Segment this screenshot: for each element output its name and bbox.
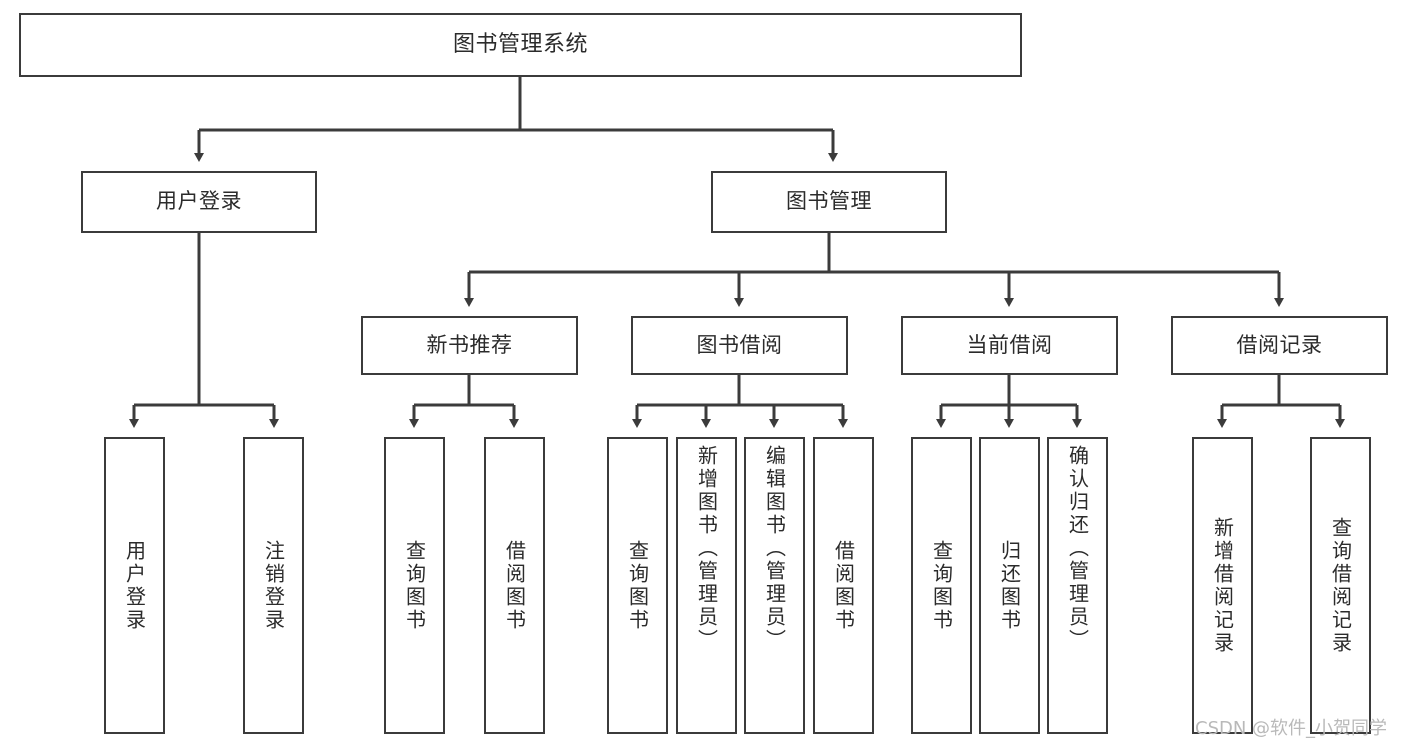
node-current-borrow[interactable]: 当前借阅 [901, 316, 1118, 375]
leaf-node-return-book[interactable]: 归还图书 [979, 437, 1040, 734]
leaf-node-query-book-new[interactable]: 查询图书 [384, 437, 445, 734]
node-label: 图书借阅 [696, 332, 783, 357]
leaf-node-add-book[interactable]: 新增图书（管理员） [676, 437, 737, 734]
node-book-borrow[interactable]: 图书借阅 [631, 316, 848, 375]
node-label: 用户登录 [122, 539, 147, 632]
node-label: 借阅图书 [831, 539, 856, 632]
node-label: 新增图书（管理员） [694, 445, 719, 652]
node-book-management[interactable]: 图书管理 [711, 171, 947, 233]
leaf-node-add-borrow-record[interactable]: 新增借阅记录 [1192, 437, 1253, 734]
node-label: 当前借阅 [966, 332, 1053, 357]
node-label: 查询图书 [929, 539, 954, 632]
node-new-book-recommend[interactable]: 新书推荐 [361, 316, 578, 375]
node-label: 归还图书 [997, 539, 1022, 632]
leaf-node-confirm-return[interactable]: 确认归还（管理员） [1047, 437, 1108, 734]
node-label: 确认归还（管理员） [1065, 445, 1090, 652]
node-root-book-management-system[interactable]: 图书管理系统 [19, 13, 1022, 77]
leaf-node-borrow-book-new[interactable]: 借阅图书 [484, 437, 545, 734]
node-label: 图书管理系统 [452, 31, 588, 57]
watermark-text: CSDN @软件_小贺同学 [1195, 718, 1388, 739]
leaf-node-query-book-current[interactable]: 查询图书 [911, 437, 972, 734]
node-user-login[interactable]: 用户登录 [81, 171, 317, 233]
node-label: 借阅记录 [1236, 332, 1323, 357]
node-label: 查询图书 [402, 539, 427, 632]
node-borrow-record[interactable]: 借阅记录 [1171, 316, 1388, 375]
node-label: 查询借阅记录 [1328, 516, 1353, 655]
node-label: 编辑图书（管理员） [762, 445, 787, 652]
node-label: 新增借阅记录 [1210, 516, 1235, 655]
node-label: 用户登录 [156, 189, 242, 214]
node-label: 查询图书 [625, 539, 650, 632]
leaf-node-query-borrow-record[interactable]: 查询借阅记录 [1310, 437, 1371, 734]
node-label: 图书管理 [786, 189, 872, 214]
leaf-node-query-book-borrow[interactable]: 查询图书 [607, 437, 668, 734]
node-label: 新书推荐 [426, 332, 513, 357]
leaf-node-edit-book[interactable]: 编辑图书（管理员） [744, 437, 805, 734]
leaf-node-user-login[interactable]: 用户登录 [104, 437, 165, 734]
node-label: 注销登录 [261, 539, 286, 632]
node-label: 借阅图书 [502, 539, 527, 632]
leaf-node-borrow-book[interactable]: 借阅图书 [813, 437, 874, 734]
leaf-node-logout-login[interactable]: 注销登录 [243, 437, 304, 734]
